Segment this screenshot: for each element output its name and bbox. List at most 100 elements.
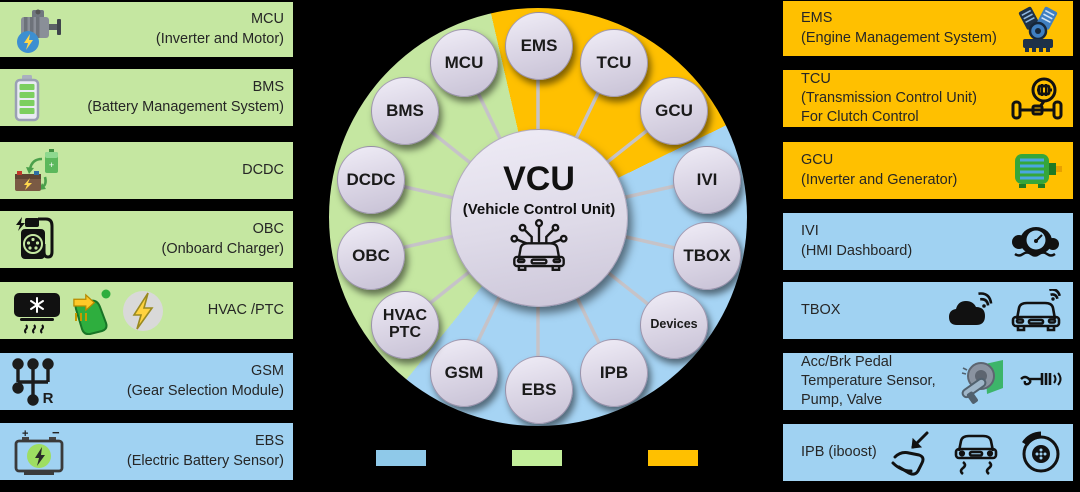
panel-subtitle: (Engine Management System) (801, 29, 997, 46)
ring-node-tcu: TCU (580, 29, 648, 97)
panel-subtitle: (Inverter and Generator) (801, 171, 958, 188)
legend-swatch-orange (648, 450, 698, 466)
connected-car-icon (510, 219, 568, 271)
panel-acc-brk-text: Acc/Brk Pedal Temperature Sensor, Pump, … (801, 353, 936, 410)
svg-text:+: + (49, 160, 54, 170)
car-wifi-icon (1011, 288, 1061, 331)
vcu-hub: VCU (Vehicle Control Unit) (450, 129, 628, 307)
panel-obc-text: OBC (Onboard Charger) (162, 220, 285, 258)
panel-subtitle: (Battery Management System) (87, 98, 284, 115)
motor-icon (12, 6, 64, 54)
panel-ems: EMS (Engine Management System) (783, 1, 1073, 56)
generator-icon (1011, 150, 1063, 192)
panel-subtitle: (Onboard Charger) (161, 240, 285, 257)
heated-seat-icon (73, 289, 111, 335)
panel-tbox-text: TBOX (801, 301, 840, 320)
ring-node-mcu: MCU (430, 29, 498, 97)
panel-tcu-text: TCU (Transmission Control Unit) For Clut… (801, 70, 977, 127)
panel-ivi: IVI (HMI Dashboard) (783, 213, 1073, 270)
ring-node-dcdc: DCDC (337, 146, 405, 214)
panel-subtitle: (Transmission Control Unit) (801, 89, 977, 106)
hvac-icon-group (12, 287, 164, 335)
panel-title: OBC (252, 221, 284, 238)
panel-dcdc-text: DCDC (242, 161, 284, 180)
panel-hvac-text: HVAC /PTC (208, 301, 284, 320)
panel-subtitle: (Electric Battery Sensor) (126, 452, 284, 469)
panel-acc-brk: Acc/Brk Pedal Temperature Sensor, Pump, … (783, 353, 1073, 410)
panel-title: IVI (801, 223, 819, 240)
ring-node-devices: Devices (640, 291, 708, 359)
panel-ems-text: EMS (Engine Management System) (801, 9, 997, 47)
panel-ipb-text: IPB (iboost) (801, 443, 877, 462)
panel-subtitle2: Pump, Valve (801, 392, 883, 409)
panel-ebs-text: EBS (Electric Battery Sensor) (127, 432, 284, 470)
ev-charger-icon (12, 215, 58, 265)
panel-hvac: HVAC /PTC (0, 282, 293, 339)
brake-disc-icon (1022, 431, 1060, 472)
panel-title: HVAC /PTC (207, 301, 284, 318)
panel-title: Acc/Brk Pedal (801, 353, 893, 370)
legend-swatch-blue (376, 450, 426, 466)
valve-icon (1020, 371, 1062, 386)
ring-node-ems: EMS (505, 12, 573, 80)
panel-subtitle: (Gear Selection Module) (126, 382, 284, 399)
cloud-wifi-icon (949, 291, 993, 325)
battery-icon (12, 74, 42, 122)
ring-node-gsm: GSM (430, 339, 498, 407)
panel-gsm: R GSM (Gear Selection Module) (0, 353, 293, 410)
panel-title: IPB (iboost) (801, 443, 877, 460)
panel-title: GCU (801, 152, 834, 169)
panel-obc: OBC (Onboard Charger) (0, 211, 293, 268)
ptc-bolt-icon (123, 290, 163, 331)
car-battery-icon: +− (12, 427, 66, 477)
panel-title: TBOX (801, 301, 841, 318)
gear-shifter-icon: R (12, 357, 56, 406)
panel-title: EBS (254, 433, 284, 450)
legend-swatch-green (512, 450, 562, 466)
panel-tcu: TCU (Transmission Control Unit) For Clut… (783, 70, 1073, 127)
dashboard-icon (1009, 220, 1063, 264)
dcdc-converter-icon: + (12, 147, 62, 195)
panel-ipb: IPB (iboost) (783, 424, 1073, 481)
panel-ebs: +− EBS (Electric Battery Sensor) (0, 423, 293, 480)
panel-subtitle2: For Clutch Control (801, 109, 919, 126)
skid-car-icon (954, 434, 998, 475)
panel-subtitle: (HMI Dashboard) (801, 242, 913, 259)
svg-text:−: − (52, 427, 60, 440)
panel-title: TCU (801, 70, 831, 87)
panel-subtitle: Temperature Sensor, (801, 372, 936, 389)
hub-subtitle: (Vehicle Control Unit) (462, 201, 616, 218)
brake-pedal-icon (891, 431, 929, 476)
panel-bms: BMS (Battery Management System) (0, 69, 293, 126)
ring-node-ipb: IPB (580, 339, 648, 407)
legend (0, 450, 1080, 466)
svg-text:+: + (22, 428, 28, 440)
panel-mcu: MCU (Inverter and Motor) (0, 2, 293, 57)
panel-gcu-text: GCU (Inverter and Generator) (801, 151, 957, 189)
panel-title: BMS (252, 79, 284, 96)
ring-node-bms: BMS (371, 77, 439, 145)
panel-gcu: GCU (Inverter and Generator) (783, 142, 1073, 199)
panel-tbox: TBOX (783, 282, 1073, 339)
pedal-sensor-icon (961, 359, 1003, 404)
panel-title: MCU (250, 11, 284, 28)
panel-title: DCDC (242, 161, 284, 178)
ac-unit-icon (14, 292, 60, 334)
ring-node-obc: OBC (337, 222, 405, 290)
panel-bms-text: BMS (Battery Management System) (87, 78, 284, 116)
ring-node-ebs: EBS (505, 356, 573, 424)
ring-node-gcu: GCU (640, 77, 708, 145)
panel-subtitle: (Inverter and Motor) (155, 30, 284, 47)
panel-dcdc: + DCDC (0, 142, 293, 199)
panel-ivi-text: IVI (HMI Dashboard) (801, 222, 912, 260)
transmission-icon (1011, 77, 1063, 121)
panel-gsm-text: GSM (Gear Selection Module) (127, 362, 284, 400)
engine-icon (1013, 6, 1063, 52)
panel-mcu-text: MCU (Inverter and Motor) (156, 10, 284, 48)
panel-title: EMS (801, 10, 833, 27)
ring-node-ivi: IVI (673, 146, 741, 214)
ring-node-tbox: TBOX (673, 222, 741, 290)
hub-title: VCU (503, 160, 575, 198)
